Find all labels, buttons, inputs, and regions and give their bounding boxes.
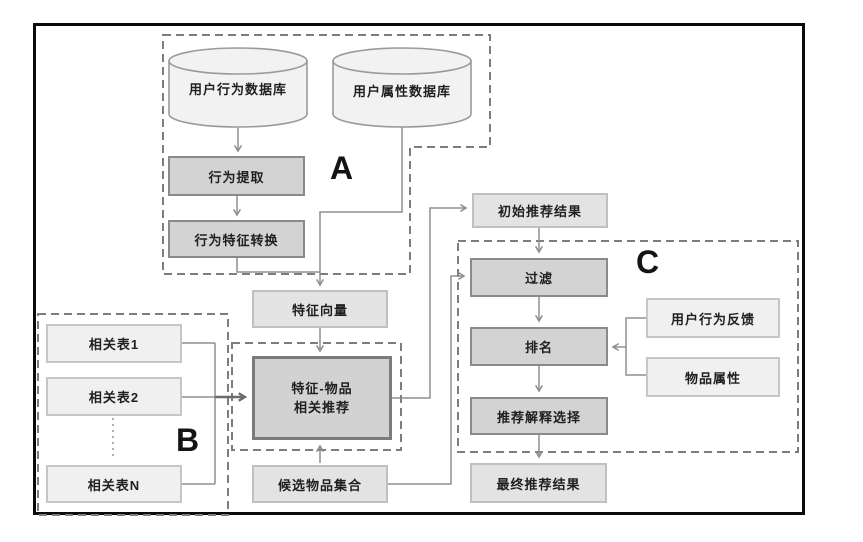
line-feedback-and-attributes-junction — [625, 317, 646, 376]
feature-item-recommendation-box: 特征-物品 相关推荐 — [252, 356, 392, 440]
related-table-n-box: 相关表N — [46, 465, 182, 503]
user-behavior-database-label: 用户行为数据库 — [188, 81, 287, 97]
section-a-label: A — [330, 150, 354, 186]
arrow-feature-item-to-initial-results — [392, 203, 468, 399]
section-a-dashed-box — [162, 34, 491, 275]
initial-results-box: 初始推荐结果 — [472, 193, 608, 228]
section-b-label: B — [176, 422, 200, 458]
final-results-box: 最终推荐结果 — [470, 463, 607, 503]
feature-item-recommendation-line1: 特征-物品 — [291, 381, 353, 396]
line-conversion-to-junction — [236, 258, 320, 273]
behavior-feature-conversion-box: 行为特征转换 — [168, 220, 305, 258]
explanation-selection-box: 推荐解释选择 — [470, 397, 608, 435]
filter-box: 过滤 — [470, 258, 608, 297]
ranking-box: 排名 — [470, 327, 608, 366]
item-attributes-box: 物品属性 — [646, 357, 780, 397]
user-attribute-database-cylinder — [332, 47, 472, 128]
candidate-item-set-box: 候选物品集合 — [252, 465, 388, 503]
feature-item-recommendation-line2: 相关推荐 — [293, 400, 350, 415]
user-behavior-feedback-box: 用户行为反馈 — [646, 298, 780, 338]
related-table-2-box: 相关表2 — [46, 377, 182, 416]
user-attribute-database-label: 用户属性数据库 — [352, 83, 451, 99]
behavior-extraction-box: 行为提取 — [168, 156, 305, 196]
related-table-1-box: 相关表1 — [46, 324, 182, 363]
section-b-dashed-box — [37, 313, 229, 516]
section-c-dashed-box — [457, 240, 799, 453]
user-behavior-database-cylinder — [168, 47, 308, 128]
feature-vector-box: 特征向量 — [252, 290, 388, 328]
arrow-attributedb-to-feature-vector — [315, 127, 403, 287]
section-c-label: C — [636, 244, 660, 280]
arrow-candidate-set-to-filter — [388, 271, 466, 485]
